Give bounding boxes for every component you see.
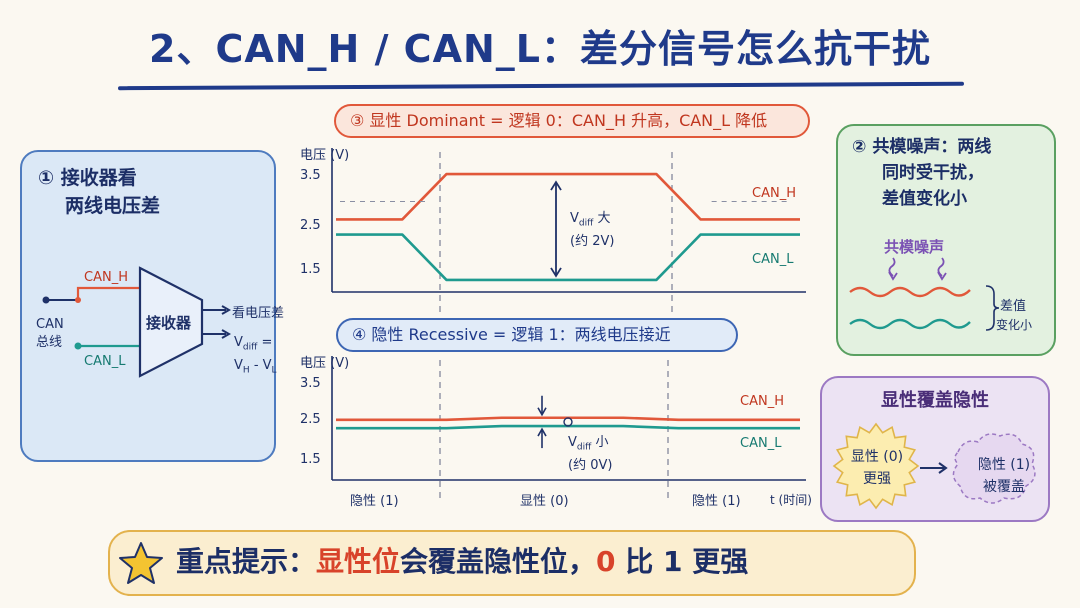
receiver-block — [138, 266, 204, 378]
common-mode-title: ② 共模噪声：两线 同时受干扰， 差值变化小 — [852, 137, 992, 209]
chart1-ylabel: 电压 (V) — [300, 148, 350, 163]
dominant-burst — [832, 422, 920, 510]
receiver-formula: Vdiff = VH - VL — [234, 335, 277, 376]
chart2-vdiff-arrowhead-bottom — [537, 427, 547, 437]
chart2-series-can_h — [336, 416, 800, 422]
receiver-output-label: 看电压差 — [232, 306, 285, 321]
receiver-number: ① — [38, 167, 55, 189]
chart2-xlabel: t (时间) — [770, 493, 812, 507]
chart1-vdiff-arrowhead-bottom — [550, 267, 562, 278]
receiver-title: ① 接收器看 两线电压差 — [38, 164, 268, 220]
chart2-vdiff-marker — [563, 417, 573, 427]
recessive-label: ④ 隐性 Recessive = 逻辑 1：两线电压接近 — [336, 318, 738, 352]
chart1-vdiff-arrowhead-top — [550, 180, 562, 191]
noise-label: 共模噪声 — [884, 238, 945, 256]
noisy-canl-line — [849, 318, 971, 330]
hint-text: 重点提示：显性位会覆盖隐性位，0 比 1 更强 — [176, 545, 749, 578]
common-mode-panel — [836, 124, 1056, 356]
chart1-series-can_h — [336, 172, 800, 221]
override-dominant-text: 显性 (0) 更强 — [850, 449, 904, 487]
chart2-ytick-1.5: 1.5 — [300, 452, 321, 467]
receiver-block-label: 接收器 — [146, 314, 192, 332]
dominant-label: ③ 显性 Dominant = 逻辑 0：CAN_H 升高，CAN_L 降低 — [334, 104, 810, 138]
canl-node — [74, 342, 82, 350]
override-title: 显性覆盖隐性 — [881, 390, 989, 411]
canh-node — [75, 297, 81, 303]
receiver-title-line2: 两线电压差 — [65, 195, 161, 217]
chart2-vdiff-note: Vdiff 小 (约 0V) — [568, 435, 613, 473]
chart2-legend-canh: CAN_H — [740, 394, 784, 409]
chart2-xcat-2: 隐性 (1) — [692, 494, 741, 509]
chart1-vdiff-note: Vdiff 大 (约 2V) — [570, 211, 615, 249]
chart2-ytick-3.5: 3.5 — [300, 376, 321, 391]
chart1-series-can_l — [336, 233, 800, 282]
star-icon — [119, 542, 163, 584]
bus-label: CAN 总线 — [36, 317, 64, 350]
chart2-series-can_l — [336, 424, 800, 430]
chart1-ytick-3.5: 3.5 — [300, 168, 321, 183]
chart2-vdiff-arrowhead-top — [537, 407, 547, 417]
override-recessive-text: 隐性 (1) 被覆盖 — [977, 457, 1031, 495]
chart1-ytick-2.5: 2.5 — [300, 218, 321, 233]
diff-label: 差值 变化小 — [996, 299, 1033, 332]
chart2-ylabel: 电压 (V) — [300, 356, 350, 371]
chart1-ytick-1.5: 1.5 — [300, 262, 321, 277]
canh-wire — [76, 286, 140, 300]
chart2-ytick-2.5: 2.5 — [300, 412, 321, 427]
chart1-legend-canh: CAN_H — [752, 186, 796, 201]
diff-brace — [985, 285, 1000, 331]
chart2-legend-canl: CAN_L — [740, 436, 782, 451]
receiver-canh-label: CAN_H — [84, 270, 128, 285]
noisy-canh-line — [849, 286, 971, 298]
chart2-xcat-1: 显性 (0) — [520, 494, 569, 509]
receiver-canl-label: CAN_L — [84, 354, 126, 369]
chart2-xcat-0: 隐性 (1) — [350, 494, 399, 509]
chart1-legend-canl: CAN_L — [752, 252, 794, 267]
recessive-cloud — [952, 433, 1036, 504]
page-title: 2、CAN_H / CAN_L：差分信号怎么抗干扰 — [149, 27, 931, 71]
hint-panel — [108, 530, 916, 596]
receiver-title-line1: 接收器看 — [60, 167, 137, 189]
